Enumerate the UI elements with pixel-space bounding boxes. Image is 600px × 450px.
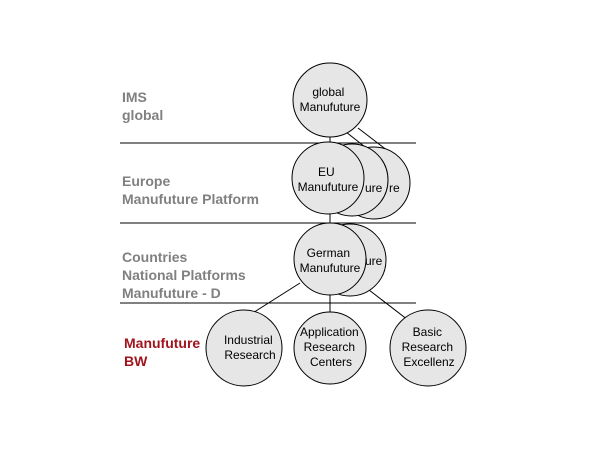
connector-german-industrial: [247, 282, 301, 317]
level-label-countries: Countries National Platforms Manufuture …: [122, 249, 250, 301]
svg-text:Industrial Research: Industrial Research: [224, 333, 276, 362]
node-eu-manufuture: EU Manufuture: [291, 141, 365, 215]
svg-text:German Manufuture: German Manufuture: [300, 246, 361, 275]
svg-text:ure: ure: [365, 254, 383, 268]
svg-text:Application Research: Application Research Centers: [300, 325, 362, 369]
node-global-manufuture: global Manufuture: [292, 62, 368, 138]
svg-text:re: re: [389, 181, 400, 195]
svg-text:ure: ure: [365, 181, 383, 195]
level-label-ims: IMS global: [122, 89, 163, 123]
svg-text:global Manufuture: global Manufuture: [300, 85, 361, 114]
node-basic-research-excellenz: Basic Research Excellenz: [389, 309, 467, 387]
svg-text:Basic Research Exc: Basic Research Excellenz: [402, 325, 457, 369]
level-label-bw: Manufuture BW: [124, 335, 204, 369]
node-application-research-centers: Application Research Centers: [293, 311, 367, 385]
svg-text:EU Manufuture: EU Manufuture: [298, 165, 359, 194]
node-german-manufuture: German Manufuture: [293, 222, 367, 296]
level-label-europe: Europe Manufuture Platform: [122, 173, 259, 207]
node-industrial-research: Industrial Research: [205, 309, 283, 387]
